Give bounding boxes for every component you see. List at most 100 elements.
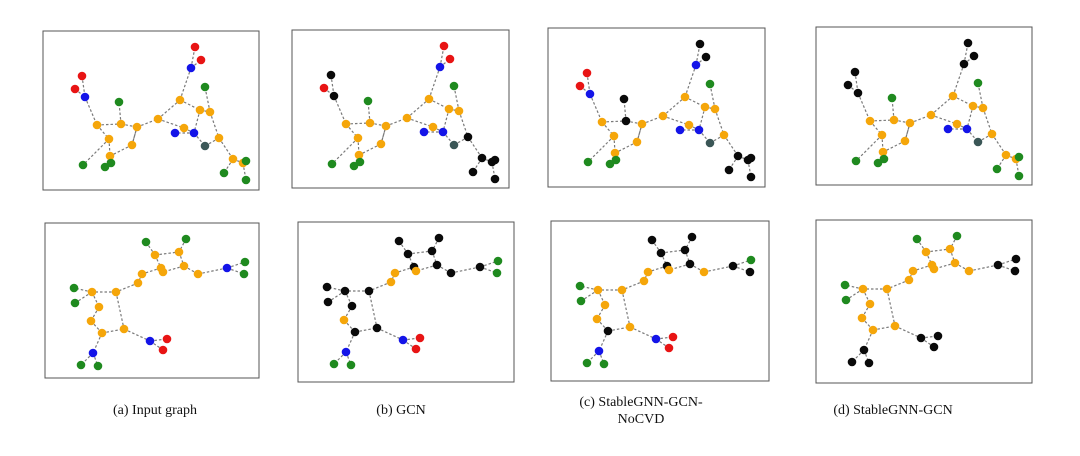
graph-node-orange	[680, 92, 690, 102]
graph-node-green	[1014, 152, 1024, 162]
graph-node-orange	[87, 287, 97, 297]
graph-node-orange	[444, 104, 454, 114]
graph-node-red	[162, 334, 172, 344]
graph-node-green	[492, 268, 502, 278]
graph-node-green	[241, 156, 251, 166]
graph-node-green	[599, 359, 609, 369]
graph-node-orange	[637, 119, 647, 129]
graph-panel	[291, 29, 510, 189]
graph-node-black	[993, 260, 1003, 270]
graph-node-green	[840, 280, 850, 290]
graph-node-orange	[609, 131, 619, 141]
graph-node-green	[355, 157, 365, 167]
graph-node-orange	[865, 299, 875, 309]
graph-node-green	[973, 78, 983, 88]
graph-node-orange	[390, 268, 400, 278]
graph-node-green	[841, 295, 851, 305]
graph-node-black	[347, 301, 357, 311]
graph-node-green	[992, 164, 1002, 174]
panel-frame	[815, 26, 1033, 186]
graph-edge	[968, 264, 999, 272]
graph-node-blue	[694, 125, 704, 135]
graph-node-red	[196, 55, 206, 65]
graph-edge	[330, 74, 335, 97]
graph-node-orange	[111, 287, 121, 297]
graph-node-orange	[593, 285, 603, 295]
graph-edge	[684, 64, 697, 98]
graph-node-red	[319, 83, 329, 93]
graph-node-black	[963, 38, 973, 48]
graph-node-black	[685, 259, 695, 269]
graph-node-black	[864, 358, 874, 368]
graph-node-green	[200, 82, 210, 92]
graph-edge	[450, 266, 481, 274]
graph-node-black	[372, 323, 382, 333]
graph-node-blue	[943, 124, 953, 134]
graph-node-orange	[592, 314, 602, 324]
graph-edge	[886, 288, 896, 327]
graph-node-red	[664, 343, 674, 353]
graph-node-black	[969, 51, 979, 61]
graph-node-orange	[195, 105, 205, 115]
graph-edge	[894, 325, 922, 339]
graph-node-blue	[80, 92, 90, 102]
graph-node-orange	[719, 130, 729, 140]
graph-node-black	[364, 286, 374, 296]
graph-panel	[44, 222, 260, 379]
graph-node-black	[843, 80, 853, 90]
graph-edge	[141, 267, 162, 275]
graph-node-orange	[643, 267, 653, 277]
graph-node-green	[746, 255, 756, 265]
graph-node-orange	[205, 107, 215, 117]
graph-node-orange	[964, 266, 974, 276]
graph-edge	[406, 117, 434, 128]
graph-node-blue	[675, 125, 685, 135]
caption-stablegnn-gcn-nocvd: (c) StableGNN-GCN-NoCVD	[579, 395, 703, 427]
graph-node-orange	[116, 119, 126, 129]
graph-node-orange	[92, 120, 102, 130]
graph-node-orange	[341, 119, 351, 129]
graph-edge	[74, 291, 93, 304]
graph-node-black	[916, 333, 926, 343]
graph-node-green	[582, 358, 592, 368]
graph-node-blue	[651, 334, 661, 344]
graph-node-orange	[214, 133, 224, 143]
graph-node-orange	[699, 267, 709, 277]
caption-input-graph: (a) Input graph	[113, 403, 197, 418]
graph-node-green	[181, 234, 191, 244]
graph-edge	[662, 115, 690, 126]
graph-node-green	[705, 79, 715, 89]
graph-node-orange	[978, 103, 988, 113]
graph-panel	[550, 220, 770, 382]
graph-node-orange	[865, 116, 875, 126]
graph-node-blue	[398, 335, 408, 345]
panel-frame	[815, 219, 1033, 384]
graph-node-black	[432, 260, 442, 270]
graph-node-black	[847, 357, 857, 367]
graph-node-orange	[617, 285, 627, 295]
graph-node-slate	[973, 137, 983, 147]
graph-node-orange	[710, 104, 720, 114]
graph-node-green	[1014, 171, 1024, 181]
graph-node-black	[394, 236, 404, 246]
graph-edge	[82, 138, 110, 166]
graph-node-green	[219, 168, 229, 178]
caption-stablegnn-gcn: (d) StableGNN-GCN	[833, 403, 953, 418]
graph-node-orange	[381, 121, 391, 131]
panel-frame	[44, 222, 260, 379]
graph-node-orange	[921, 247, 931, 257]
graph-node-orange	[877, 130, 887, 140]
graph-node-orange	[950, 258, 960, 268]
graph-node-orange	[411, 266, 421, 276]
graph-node-orange	[1001, 150, 1011, 160]
graph-edge	[963, 42, 969, 65]
graph-node-black	[477, 153, 487, 163]
graph-node-green	[493, 256, 503, 266]
graph-edge	[580, 289, 599, 302]
graph-node-red	[445, 54, 455, 64]
graph-edge	[376, 327, 404, 341]
graph-panel	[815, 26, 1033, 186]
graph-node-blue	[585, 89, 595, 99]
graph-node-orange	[882, 284, 892, 294]
graph-node-green	[583, 157, 593, 167]
